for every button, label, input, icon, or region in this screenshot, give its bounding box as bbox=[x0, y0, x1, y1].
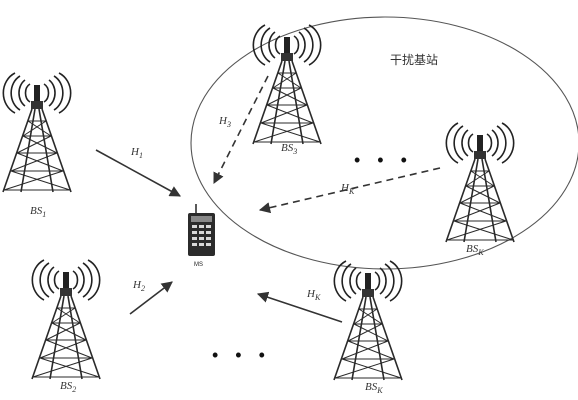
channel-label-h3: H3 bbox=[218, 115, 231, 129]
interference-region bbox=[190, 16, 578, 270]
arrow-hk-interference bbox=[258, 167, 441, 214]
arrow-hk bbox=[256, 291, 343, 323]
channel-label-hk-interference: HK bbox=[340, 182, 355, 196]
tower-bsk bbox=[333, 260, 403, 381]
tower-label-bs3: BS3 bbox=[281, 142, 297, 156]
tower-label-bsk: BSK bbox=[365, 381, 383, 395]
tower-label-bsk-interference: BSK bbox=[466, 243, 484, 257]
tower-label-bs2: BS2 bbox=[60, 380, 76, 394]
tower-bs3 bbox=[252, 24, 322, 145]
tower-bs1 bbox=[2, 72, 72, 193]
tower-bs2 bbox=[31, 259, 101, 380]
tower-bsk-interference bbox=[445, 122, 515, 243]
channel-label-h2: H2 bbox=[132, 279, 145, 293]
arrow-h1 bbox=[95, 149, 181, 197]
channel-label-h1: H1 bbox=[130, 146, 143, 160]
tower-label-bs1: BS1 bbox=[30, 205, 46, 219]
mobile-phone-icon bbox=[188, 204, 215, 256]
ellipsis-bottom: • • • bbox=[212, 345, 271, 365]
mobile-label: MS bbox=[194, 262, 203, 268]
ellipsis-interference: • • • bbox=[354, 150, 413, 170]
arrow-h3 bbox=[213, 75, 269, 184]
channel-label-hk: HK bbox=[306, 288, 321, 302]
interference-region-label: 干扰基站 bbox=[390, 53, 438, 67]
arrow-h2 bbox=[129, 281, 173, 315]
